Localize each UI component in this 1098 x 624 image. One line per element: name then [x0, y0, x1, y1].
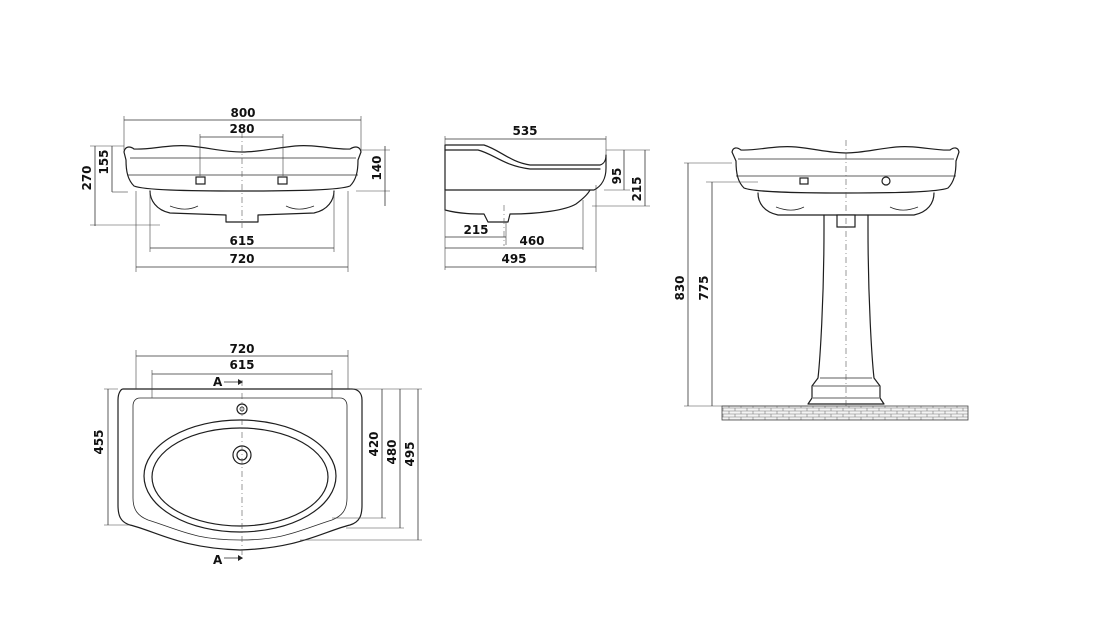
front-bowl-underside: [149, 190, 335, 223]
dim-label-615: 615: [229, 234, 254, 248]
dim-label-800: 800: [230, 106, 255, 120]
dim-label-615-plan: 615: [229, 358, 254, 372]
left-tap-hole-icon: [195, 176, 206, 185]
dim-label-495-plan: 495: [403, 441, 417, 466]
dim-label-720-plan: 720: [229, 342, 254, 356]
plan-view: 720 615 A A 455 420 480 495: [92, 342, 422, 567]
dim-label-215-offset: 215: [463, 223, 488, 237]
section-mark-a-bottom: A: [213, 553, 223, 567]
dim-label-480: 480: [385, 439, 399, 464]
bowl-inner-ellipse: [151, 427, 329, 527]
dim-label-460: 460: [519, 234, 544, 248]
floor-hatch: [721, 405, 969, 421]
dim-label-720: 720: [229, 252, 254, 266]
pedestal-view: 830 775: [673, 140, 969, 421]
tap-hole-icon: [236, 403, 248, 415]
dim-label-280: 280: [229, 122, 254, 136]
front-basin-outline: [123, 144, 362, 192]
front-view: 800 280 270 155 140 615 720: [80, 106, 390, 272]
pedestal-left-tap-icon: [799, 177, 809, 185]
dim-label-155: 155: [97, 149, 111, 174]
dim-label-535: 535: [512, 124, 537, 138]
dim-label-270: 270: [80, 165, 94, 190]
dim-label-830: 830: [673, 275, 687, 300]
side-view: 535 95 215 215 460 495: [444, 124, 650, 272]
dim-label-495: 495: [501, 252, 526, 266]
side-bowl-underside: [444, 189, 591, 223]
bowl-outer-ellipse: [143, 419, 337, 533]
right-tap-hole-icon: [277, 176, 288, 185]
dim-label-455: 455: [92, 429, 106, 454]
section-mark-a-top: A: [213, 375, 223, 389]
dim-label-140: 140: [370, 155, 384, 180]
plan-basin-outline: [117, 388, 363, 551]
plan-deck-edge: [132, 397, 348, 541]
side-basin-outline: [444, 144, 607, 191]
dim-label-215: 215: [630, 176, 644, 201]
dim-label-775: 775: [697, 275, 711, 300]
dim-label-95: 95: [610, 168, 624, 185]
pedestal-right-tap-icon: [881, 176, 891, 186]
pedestal-basin-outline: [731, 145, 960, 194]
dim-label-420: 420: [367, 431, 381, 456]
